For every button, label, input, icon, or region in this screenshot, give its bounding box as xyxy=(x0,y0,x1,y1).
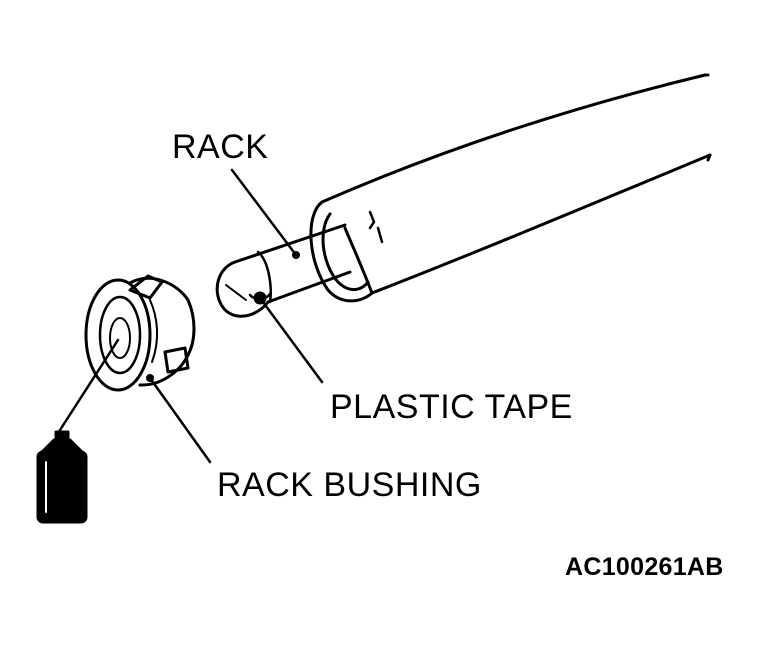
grease-can-icon xyxy=(36,430,88,524)
leader-rack xyxy=(230,168,298,257)
housing-mouth-rim xyxy=(309,200,374,303)
rack-bottom-edge xyxy=(266,270,352,304)
rack-top-edge xyxy=(233,223,347,264)
bushing-flange-inner xyxy=(98,295,142,375)
gear-housing xyxy=(309,73,712,303)
housing-top-edge xyxy=(320,73,707,204)
rack-shaft xyxy=(215,223,352,318)
bushing-flange-outer xyxy=(84,278,152,392)
housing-bottom-edge xyxy=(370,153,712,295)
leader-plastic-tape xyxy=(258,296,324,384)
rack-label: RACK xyxy=(172,128,269,166)
rack-tape-boundary xyxy=(256,250,272,304)
rack-end-face xyxy=(215,260,270,318)
leader-rack-bushing xyxy=(148,376,212,464)
rack-bushing-label: RACK BUSHING xyxy=(217,466,482,504)
rack-end-highlight xyxy=(225,284,247,301)
housing-break-line xyxy=(703,73,712,162)
housing-mark xyxy=(368,210,384,244)
rack-bushing xyxy=(84,274,196,392)
leader-grease-can xyxy=(58,338,120,432)
bushing-tab-top xyxy=(128,274,164,300)
figure-id-label: AC100261AB xyxy=(565,553,724,581)
plastic-tape-label: PLASTIC TAPE xyxy=(330,388,573,426)
leader-lines xyxy=(58,168,324,464)
housing-mouth-face xyxy=(343,226,374,295)
grease-can-shoulder xyxy=(40,438,84,454)
bushing-tab-side xyxy=(163,346,190,374)
bushing-groove xyxy=(149,299,159,363)
grease-can-nozzle xyxy=(54,430,70,444)
bushing-body-end xyxy=(186,298,196,357)
bushing-bore xyxy=(109,317,131,359)
